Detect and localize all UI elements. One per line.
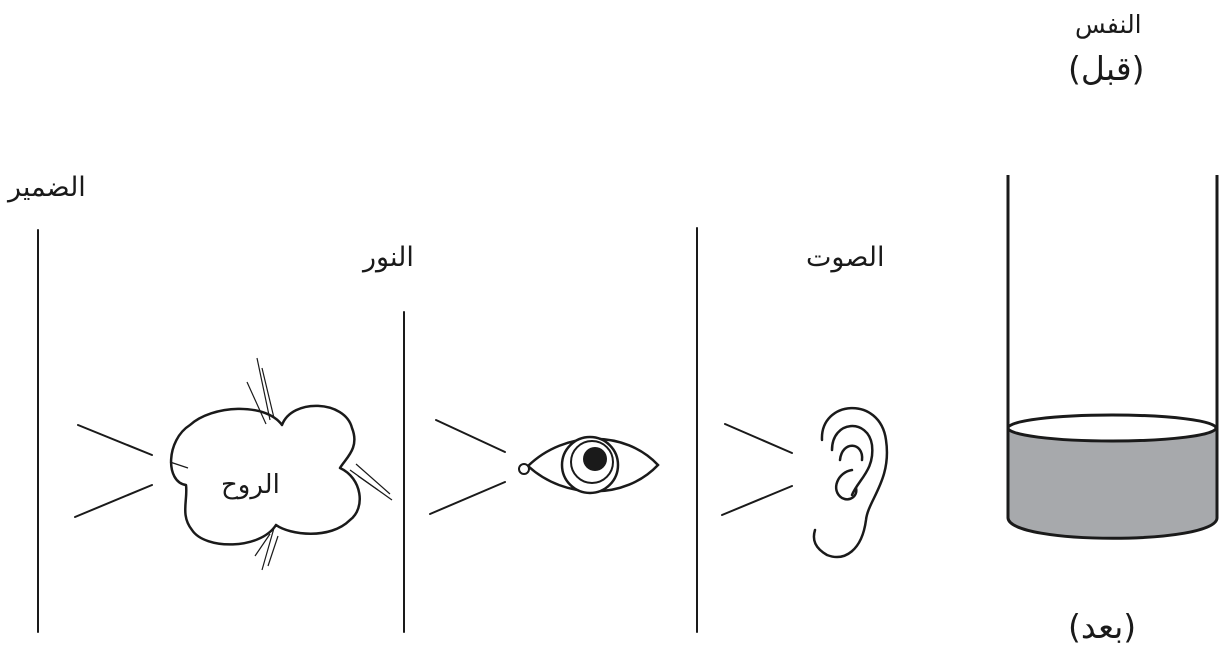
beaker-liquid-surface bbox=[1008, 415, 1216, 441]
label-before: (قبل) bbox=[1068, 52, 1144, 85]
label-spirit: الروح bbox=[221, 472, 280, 498]
chevron-ear bbox=[722, 424, 792, 515]
eye-icon bbox=[519, 437, 658, 493]
label-after: (بعد) bbox=[1068, 610, 1136, 643]
ear-icon bbox=[814, 408, 887, 557]
chevron-eye bbox=[430, 420, 505, 514]
beaker-liquid bbox=[1008, 428, 1217, 538]
beaker-icon bbox=[1008, 175, 1217, 538]
label-conscience: الضمير bbox=[8, 174, 86, 201]
label-voice: الصوت bbox=[806, 244, 885, 271]
label-light: النور bbox=[363, 244, 414, 271]
label-nafs: النفس bbox=[1075, 12, 1142, 37]
chevron-spirit bbox=[75, 425, 152, 517]
